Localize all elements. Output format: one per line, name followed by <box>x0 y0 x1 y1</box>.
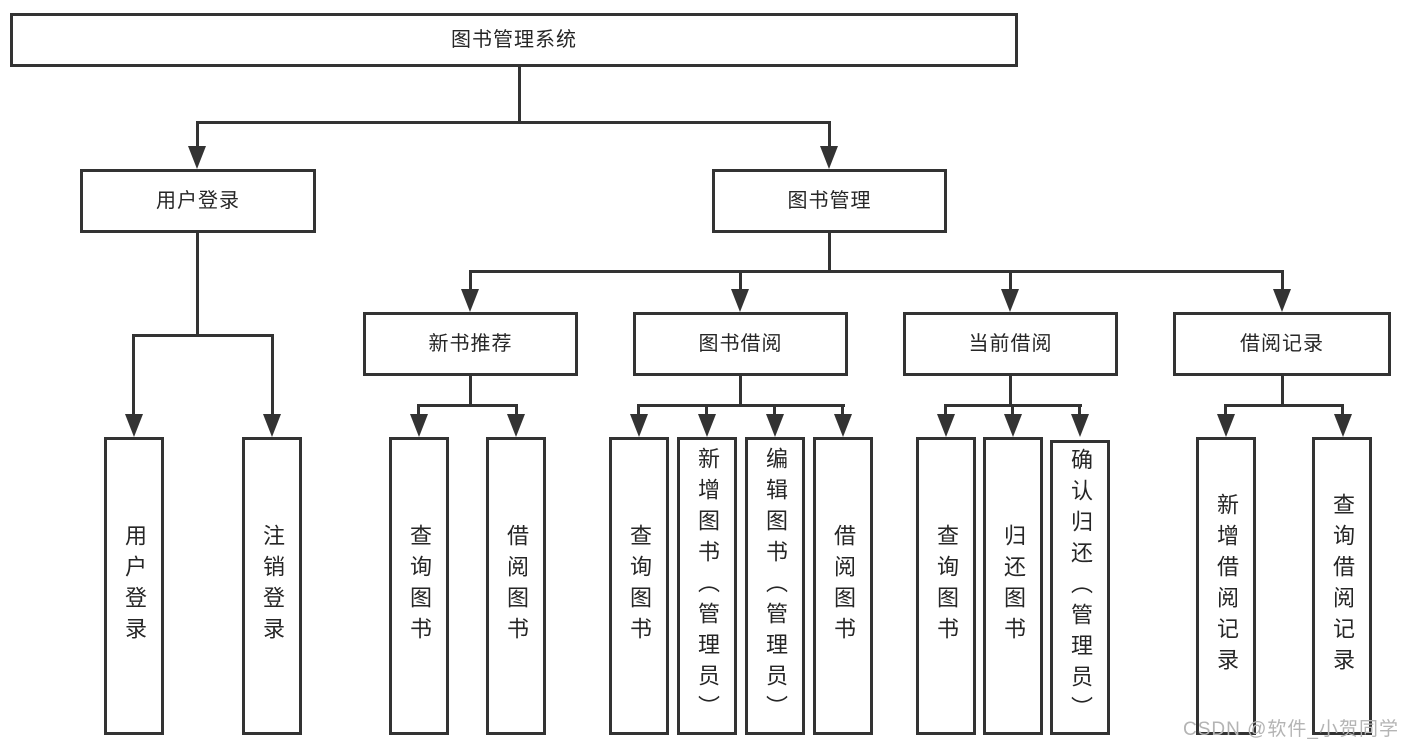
connector-line <box>469 376 472 407</box>
connector-line <box>637 404 640 417</box>
node-leaf-br-query-record: 查询借阅记录 <box>1312 437 1372 735</box>
node-leaf-nbr-borrow-book: 借阅图书 <box>486 437 546 735</box>
arrowhead <box>731 289 749 312</box>
node-leaf-cb-confirm-return-label: 确认归还（管理员） <box>1068 448 1093 727</box>
connector-line <box>197 121 831 124</box>
connector-line <box>196 121 199 149</box>
arrowhead <box>630 414 648 437</box>
arrowhead <box>1273 289 1291 312</box>
arrowhead <box>507 414 525 437</box>
connector-line <box>417 404 420 417</box>
arrowhead <box>263 414 281 437</box>
node-leaf-cb-return-book: 归还图书 <box>983 437 1043 735</box>
node-leaf-bb-edit-book-label: 编辑图书（管理员） <box>763 446 788 726</box>
connector-line <box>1281 376 1284 407</box>
node-book-borrow: 图书借阅 <box>633 312 848 376</box>
node-leaf-bb-edit-book: 编辑图书（管理员） <box>745 437 805 735</box>
connector-line <box>518 67 521 122</box>
node-leaf-logout: 注销登录 <box>242 437 302 735</box>
node-leaf-cb-query-book-label: 查询图书 <box>934 524 959 648</box>
node-leaf-bb-query-book-label: 查询图书 <box>627 524 652 648</box>
arrowhead <box>1334 414 1352 437</box>
arrowhead <box>125 414 143 437</box>
connector-line <box>469 270 472 292</box>
arrowhead <box>1004 414 1022 437</box>
node-borrow-record: 借阅记录 <box>1173 312 1391 376</box>
node-leaf-br-add-record-label: 新增借阅记录 <box>1214 493 1239 679</box>
connector-line <box>739 376 742 407</box>
connector-line <box>418 404 518 407</box>
connector-line <box>1224 404 1227 417</box>
arrowhead <box>188 146 206 169</box>
node-leaf-user-login: 用户登录 <box>104 437 164 735</box>
node-leaf-bb-add-book: 新增图书（管理员） <box>677 437 737 735</box>
connector-line <box>828 233 831 273</box>
connector-line <box>1341 404 1344 417</box>
node-new-book-rec-label: 新书推荐 <box>428 333 513 355</box>
node-leaf-nbr-borrow-book-label: 借阅图书 <box>504 524 529 648</box>
connector-line <box>828 121 831 149</box>
connector-line <box>944 404 947 417</box>
node-leaf-cb-confirm-return: 确认归还（管理员） <box>1050 440 1110 735</box>
connector-line <box>132 334 135 416</box>
node-leaf-nbr-query-book-label: 查询图书 <box>407 524 432 648</box>
node-current-borrow: 当前借阅 <box>903 312 1118 376</box>
node-leaf-bb-add-book-label: 新增图书（管理员） <box>695 446 720 726</box>
node-borrow-record-label: 借阅记录 <box>1240 333 1324 355</box>
connector-line <box>515 404 518 417</box>
connector-line <box>638 404 845 407</box>
node-leaf-user-login-label: 用户登录 <box>122 524 147 648</box>
arrowhead <box>834 414 852 437</box>
arrowhead <box>766 414 784 437</box>
connector-line <box>196 233 199 337</box>
node-leaf-bb-borrow-book: 借阅图书 <box>813 437 873 735</box>
node-book-borrow-label: 图书借阅 <box>698 333 783 355</box>
node-user-login-label: 用户登录 <box>156 190 240 212</box>
connector-line <box>1281 270 1284 292</box>
node-book-mgmt-label: 图书管理 <box>787 190 872 212</box>
node-leaf-logout-label: 注销登录 <box>260 524 285 648</box>
node-leaf-bb-borrow-book-label: 借阅图书 <box>831 524 856 648</box>
node-leaf-br-add-record: 新增借阅记录 <box>1196 437 1256 735</box>
connector-line <box>841 404 844 417</box>
node-leaf-cb-return-book-label: 归还图书 <box>1001 524 1026 648</box>
node-new-book-rec: 新书推荐 <box>363 312 578 376</box>
connector-line <box>1011 404 1014 417</box>
arrowhead <box>698 414 716 437</box>
arrowhead <box>410 414 428 437</box>
arrowhead <box>461 289 479 312</box>
node-root: 图书管理系统 <box>10 13 1018 67</box>
node-leaf-br-query-record-label: 查询借阅记录 <box>1330 493 1355 679</box>
node-root-label: 图书管理系统 <box>451 29 577 51</box>
connector-line <box>1009 376 1012 407</box>
connector-line <box>271 334 274 416</box>
connector-line <box>1225 404 1343 407</box>
watermark-text: CSDN @软件_小贺同学 <box>1183 719 1399 740</box>
connector-line <box>470 270 1283 273</box>
arrowhead <box>1217 414 1235 437</box>
connector-line <box>1009 270 1012 292</box>
connector-line <box>1078 404 1081 417</box>
connector-line <box>134 334 274 337</box>
node-current-borrow-label: 当前借阅 <box>968 333 1053 355</box>
connector-line <box>705 404 708 417</box>
arrowhead <box>820 146 838 169</box>
arrowhead <box>937 414 955 437</box>
node-leaf-cb-query-book: 查询图书 <box>916 437 976 735</box>
node-book-mgmt: 图书管理 <box>712 169 947 233</box>
arrowhead <box>1001 289 1019 312</box>
connector-line <box>739 270 742 292</box>
node-leaf-bb-query-book: 查询图书 <box>609 437 669 735</box>
connector-line <box>773 404 776 417</box>
node-leaf-nbr-query-book: 查询图书 <box>389 437 449 735</box>
arrowhead <box>1071 414 1089 437</box>
node-user-login: 用户登录 <box>80 169 316 233</box>
